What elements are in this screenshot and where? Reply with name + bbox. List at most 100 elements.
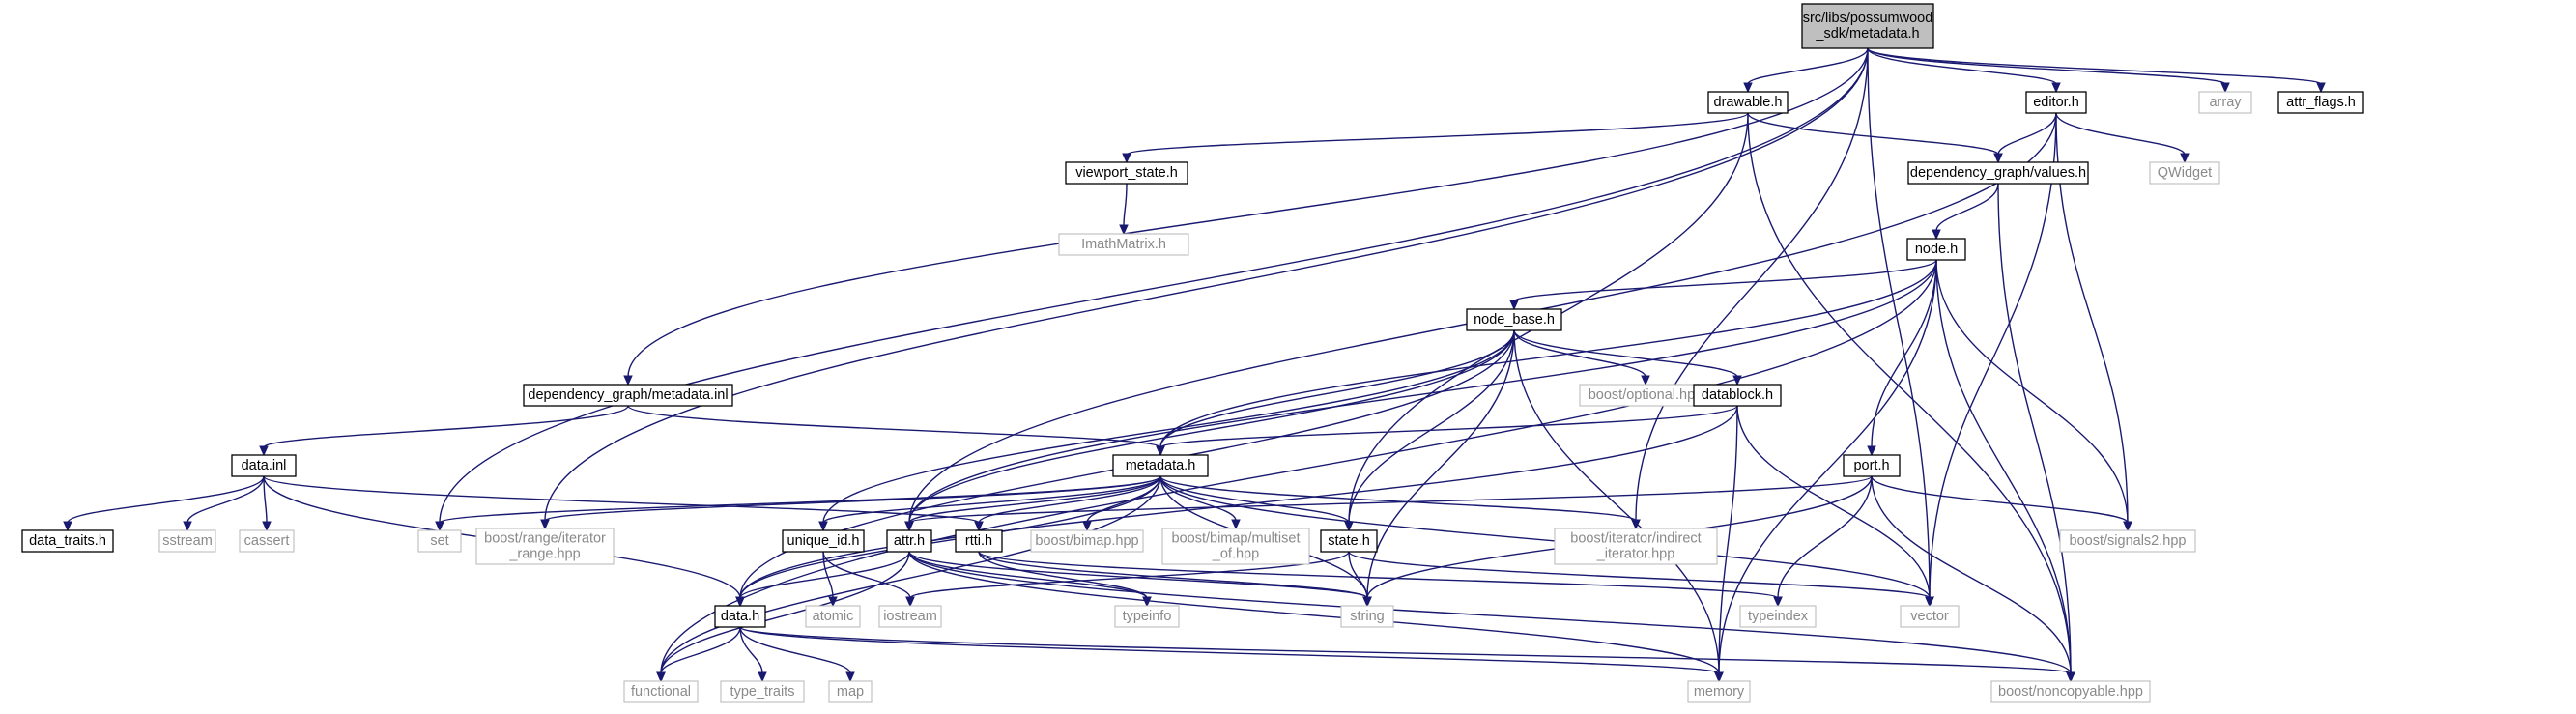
edge-metadata-to-unique_id xyxy=(822,475,1161,524)
edge-node-to-attr xyxy=(908,259,1937,524)
edge-arrowhead xyxy=(1773,596,1783,608)
edge-node_base-to-unique_id xyxy=(822,329,1515,524)
node-typeinfo: typeinfo xyxy=(1114,605,1180,628)
edge-arrowhead xyxy=(974,521,984,532)
edge-arrowhead xyxy=(1631,519,1641,530)
node-datablock[interactable]: datablock.h xyxy=(1693,384,1782,407)
edge-data_h-to-type_traits xyxy=(739,626,763,674)
edge-node-to-port xyxy=(1871,259,1937,448)
node-label: node.h xyxy=(1915,242,1958,257)
node-box xyxy=(623,680,699,703)
node-viewport-state[interactable]: viewport_state.h xyxy=(1065,161,1188,185)
edge-node_base-to-attr xyxy=(908,329,1515,524)
edge-root-to-dg_metadata_inl xyxy=(627,47,1869,378)
node-box xyxy=(828,680,873,703)
edge-node-to-boost_noncopyable xyxy=(1935,259,2072,674)
edge-port-to-boost_signals2 xyxy=(1871,475,2129,524)
node-dg-metadata-inl[interactable]: dependency_graph/metadata.inl xyxy=(523,384,733,407)
node-label: _sdk/metadata.h xyxy=(1815,26,1919,42)
node-port[interactable]: port.h xyxy=(1843,454,1901,477)
node-functional: functional xyxy=(623,680,699,703)
edge-state-to-vector xyxy=(1348,551,1931,599)
node-node[interactable]: node.h xyxy=(1906,238,1966,261)
edge-arrowhead xyxy=(1932,229,1941,241)
node-label: dependency_graph/values.h xyxy=(1910,165,2086,181)
node-state[interactable]: state.h xyxy=(1320,529,1378,553)
edge-root-to-boost_range xyxy=(544,47,1869,522)
node-box xyxy=(886,529,932,553)
node-label: viewport_state.h xyxy=(1075,165,1178,181)
node-data-h[interactable]: data.h xyxy=(714,605,766,628)
edge-arrowhead xyxy=(262,521,272,532)
node-box xyxy=(1065,161,1188,185)
node-label: atomic xyxy=(813,609,854,624)
node-box xyxy=(1707,91,1789,114)
node-box xyxy=(1990,680,2151,703)
edge-arrowhead xyxy=(540,519,550,530)
node-label: src/libs/possumwood xyxy=(1803,11,1933,26)
edge-unique_id-to-iostream xyxy=(822,551,911,599)
edge-node_base-to-metadata xyxy=(1159,329,1515,448)
node-editor[interactable]: editor.h xyxy=(2025,91,2087,114)
node-root[interactable]: src/libs/possumwood_sdk/metadata.h xyxy=(1801,3,1934,49)
node-metadata[interactable]: metadata.h xyxy=(1112,454,1209,477)
node-box xyxy=(475,528,615,565)
node-imath: ImathMatrix.h xyxy=(1058,233,1189,256)
edge-arrowhead xyxy=(1142,596,1152,608)
node-label: unique_id.h xyxy=(787,533,860,549)
edge-metadata-to-vector xyxy=(1159,475,1931,599)
edge-drawable-to-boost_noncopyable xyxy=(1747,112,2072,674)
edge-metadata-to-data_h xyxy=(739,475,1161,599)
node-label: data_traits.h xyxy=(29,533,106,549)
node-data-inl[interactable]: data.inl xyxy=(231,454,297,477)
edge-datablock-to-metadata xyxy=(1159,405,1738,448)
node-vector: vector xyxy=(1900,605,1960,628)
node-box xyxy=(231,454,297,477)
edge-arrowhead xyxy=(1362,596,1372,608)
node-node-base[interactable]: node_base.h xyxy=(1466,308,1562,331)
node-label: attr_flags.h xyxy=(2286,95,2356,110)
node-label: _range.hpp xyxy=(508,547,580,562)
edge-arrowhead xyxy=(845,671,855,683)
edge-root-to-attr_flags xyxy=(1867,47,2322,85)
node-dg-values[interactable]: dependency_graph/values.h xyxy=(1907,161,2089,185)
edge-root-to-set xyxy=(439,47,1869,524)
node-label: node_base.h xyxy=(1474,312,1555,328)
node-data-traits[interactable]: data_traits.h xyxy=(21,529,114,553)
edge-data_h-to-functional xyxy=(660,626,741,674)
node-rtti[interactable]: rtti.h xyxy=(955,529,1003,553)
edge-root-to-drawable xyxy=(1747,47,1869,85)
node-label: dependency_graph/metadata.inl xyxy=(528,387,728,403)
edge-arrowhead xyxy=(1641,375,1650,386)
edge-arrowhead xyxy=(735,596,745,608)
edge-viewport_state-to-imath xyxy=(1123,183,1128,227)
node-box xyxy=(1466,308,1562,331)
node-string: string xyxy=(1340,605,1394,628)
node-atomic: atomic xyxy=(805,605,861,628)
node-unique-id[interactable]: unique_id.h xyxy=(782,529,865,553)
node-box xyxy=(1906,238,1966,261)
edge-editor-to-dg_values xyxy=(1997,112,2057,156)
edge-metadata-to-rtti xyxy=(978,475,1161,524)
node-type-traits: type_traits xyxy=(720,680,805,703)
edge-root-to-editor xyxy=(1867,47,2057,85)
edge-metadata-to-functional xyxy=(660,475,1161,674)
node-typeindex: typeindex xyxy=(1739,605,1817,628)
edge-arrowhead xyxy=(2180,153,2190,164)
node-sstream: sstream xyxy=(158,529,216,553)
node-drawable[interactable]: drawable.h xyxy=(1707,91,1789,114)
node-attr[interactable]: attr.h xyxy=(886,529,932,553)
edge-arrowhead xyxy=(2220,82,2230,94)
node-label: data.inl xyxy=(242,458,287,473)
edge-arrowhead xyxy=(1509,300,1519,311)
edge-data_h-to-boost_noncopyable xyxy=(739,626,2072,674)
node-array: array xyxy=(2198,91,2252,114)
edge-attr-to-boost_noncopyable xyxy=(908,551,2072,674)
node-attr-flags[interactable]: attr_flags.h xyxy=(2277,91,2364,114)
edge-editor-to-qwidget xyxy=(2055,112,2186,156)
edge-arrowhead xyxy=(1867,445,1876,457)
edge-node_base-to-state xyxy=(1348,329,1515,524)
node-label: boost/optional.hpp xyxy=(1589,387,1703,403)
node-map: map xyxy=(828,680,873,703)
